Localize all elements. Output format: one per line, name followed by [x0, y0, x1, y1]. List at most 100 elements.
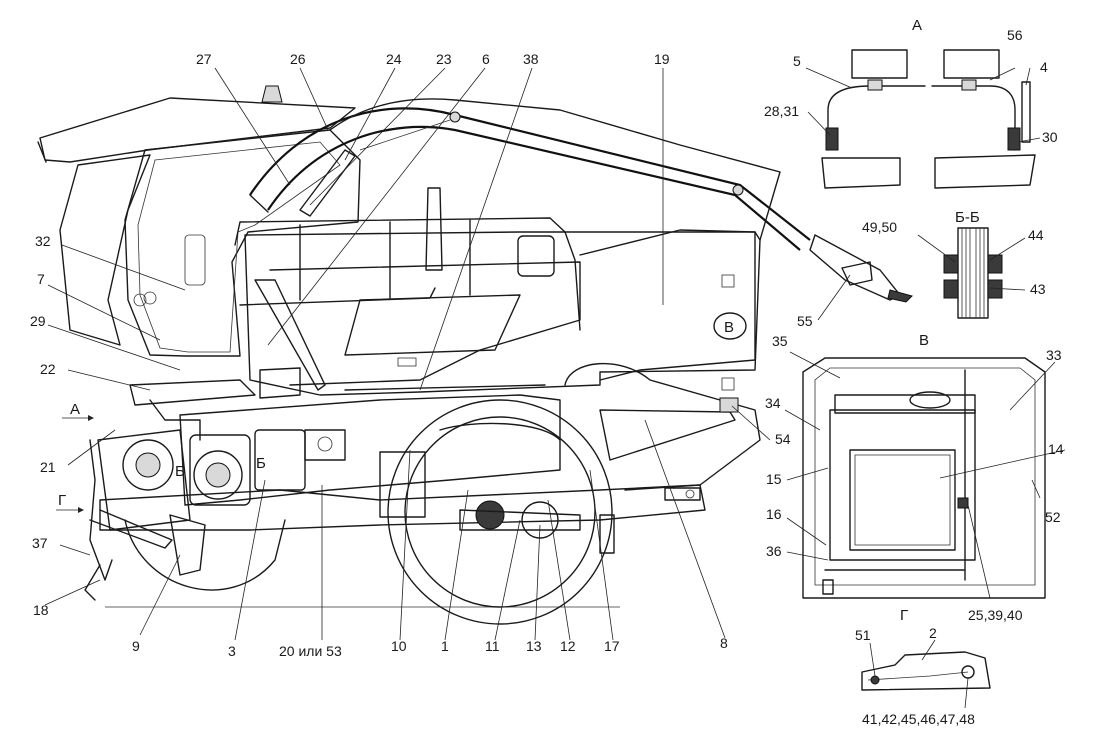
- bracket-rod: [1021, 81, 1031, 143]
- spout-deflector: [841, 261, 873, 286]
- footstep: [344, 384, 546, 391]
- view-g-title: Г: [900, 607, 908, 624]
- view-g: Г: [861, 607, 991, 709]
- callout-3: 3: [228, 643, 236, 659]
- pump-hub: [135, 452, 161, 478]
- clamp-right: [1007, 127, 1021, 151]
- spout-pivot-2: [732, 184, 744, 196]
- jack-foot: [84, 564, 101, 601]
- callout-51: 51: [855, 627, 871, 643]
- callout-37: 37: [32, 535, 48, 551]
- stud-right-top: [987, 254, 1003, 274]
- gearbox-housing: [189, 434, 251, 506]
- spout-rod: [359, 119, 451, 151]
- callout-28-31: 28,31: [764, 103, 799, 119]
- callout-38: 38: [523, 51, 539, 67]
- callout-4: 4: [1040, 59, 1048, 75]
- panel-latch: [397, 357, 417, 367]
- foot: [822, 579, 834, 595]
- callout-25-39-40: 25,39,40: [968, 607, 1023, 623]
- hood-lip: [37, 141, 47, 163]
- radiator-grid: [854, 454, 951, 546]
- callout-9: 9: [132, 638, 140, 654]
- gearbox-flange: [193, 450, 243, 500]
- callout-52: 52: [1045, 509, 1061, 525]
- callout-29: 29: [30, 313, 46, 329]
- callout-15: 15: [766, 471, 782, 487]
- main-machine-view: [37, 85, 913, 625]
- view-bb-title: Б-Б: [955, 209, 980, 226]
- valve-port: [317, 436, 333, 452]
- clamp-left: [825, 127, 839, 151]
- fitting-pipe: [867, 671, 969, 681]
- upper-link: [149, 399, 201, 441]
- header-hood: [39, 97, 356, 163]
- spout-lower-edge: [267, 125, 801, 251]
- drive-wheel-rim: [404, 416, 596, 608]
- side-panel: [344, 294, 521, 356]
- stud-right-bottom: [987, 279, 1003, 299]
- callout-21: 21: [40, 459, 56, 475]
- filler-cap: [909, 391, 951, 409]
- callout-24: 24: [386, 51, 402, 67]
- mirror-left: [851, 49, 908, 79]
- cab-window-frame: [137, 141, 341, 353]
- drive-wheel-outer: [387, 399, 613, 625]
- callout-2: 2: [929, 625, 937, 641]
- spout-cylinder: [299, 149, 356, 217]
- panel-outline: [802, 357, 1046, 599]
- fender-inner: [599, 409, 736, 461]
- view-arrow-g-label: Г: [58, 492, 66, 509]
- stud-left-bottom: [943, 279, 959, 299]
- reduction-unit: [379, 451, 426, 518]
- axle-hub: [475, 500, 505, 530]
- mirror-mount-right: [961, 79, 977, 91]
- mirror-mount-left: [867, 79, 883, 91]
- callout-26: 26: [290, 51, 306, 67]
- callout-19: 19: [654, 51, 670, 67]
- callout-56: 56: [1007, 27, 1023, 43]
- hitch-pin: [685, 489, 695, 499]
- rear-bracket: [599, 514, 615, 554]
- fender-lamp: [719, 397, 739, 413]
- callout-11: 11: [485, 638, 500, 654]
- callout-10: 10: [391, 638, 407, 654]
- section-mark-b-right: Б: [256, 455, 266, 472]
- rear-lamp-2: [721, 377, 735, 391]
- mirror-bracket-right: [931, 85, 1016, 151]
- hitch: [664, 487, 701, 501]
- view-bb: Б-Б: [917, 209, 1026, 319]
- callout-8: 8: [720, 635, 728, 651]
- chassis-frame: [179, 394, 561, 506]
- hand-rail-lower: [239, 287, 436, 306]
- beacon-lamp: [261, 85, 283, 103]
- front-wheel: [124, 519, 286, 591]
- spout-end: [249, 194, 269, 213]
- callout-labels: 27 26 24 23 6 38 19 32 7 29 22 21 37 18 …: [30, 27, 1064, 727]
- hydraulic-motor: [521, 501, 559, 539]
- rear-lamp: [721, 274, 735, 288]
- view-arrow-a: А: [62, 401, 94, 421]
- rail-posts: [299, 219, 471, 301]
- fender: [564, 362, 761, 491]
- callout-49-50: 49,50: [862, 219, 897, 235]
- lower-frame: [99, 484, 706, 531]
- callout-32: 32: [35, 233, 51, 249]
- leader-lines: [44, 67, 851, 641]
- spout-end-cap: [887, 289, 913, 303]
- cab-ladder: [254, 279, 326, 391]
- callout-35: 35: [772, 333, 788, 349]
- valve-block: [304, 429, 346, 461]
- cab-roof-left: [821, 157, 901, 189]
- fitting-assembly: [861, 651, 991, 691]
- radiator-frame: [829, 409, 976, 561]
- view-v-marker: В: [724, 319, 734, 336]
- panel-inner: [814, 367, 1036, 586]
- engine-housing: [244, 231, 761, 396]
- callout-12: 12: [560, 638, 576, 654]
- view-v-title: В: [919, 332, 929, 349]
- top-tank: [834, 394, 976, 414]
- callout-36: 36: [766, 543, 782, 559]
- gearbox-hub: [205, 462, 231, 488]
